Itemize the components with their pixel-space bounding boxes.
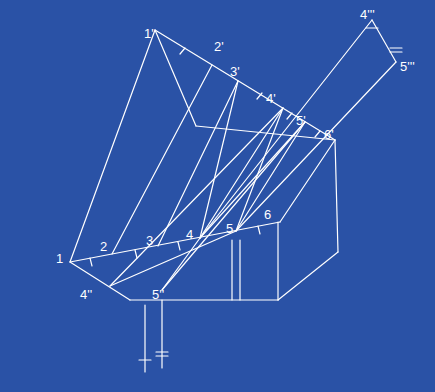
point-label: 4' — [266, 92, 276, 105]
point-label: 1 — [56, 252, 63, 265]
point-label: 2' — [214, 40, 224, 53]
point-label: 4''' — [360, 8, 375, 21]
point-label: 2 — [100, 240, 107, 253]
point-label: 3' — [230, 65, 240, 78]
point-label: 5' — [296, 114, 306, 127]
point-label: 5 — [226, 222, 233, 235]
point-label: 6' — [324, 128, 334, 141]
point-label: 4'' — [80, 288, 92, 301]
point-label: 6 — [264, 208, 271, 221]
point-label: 5''' — [400, 60, 415, 73]
point-label: 5'' — [152, 288, 164, 301]
point-label: 3 — [146, 234, 153, 247]
point-label: 1' — [144, 27, 154, 40]
point-label: 4 — [186, 228, 193, 241]
